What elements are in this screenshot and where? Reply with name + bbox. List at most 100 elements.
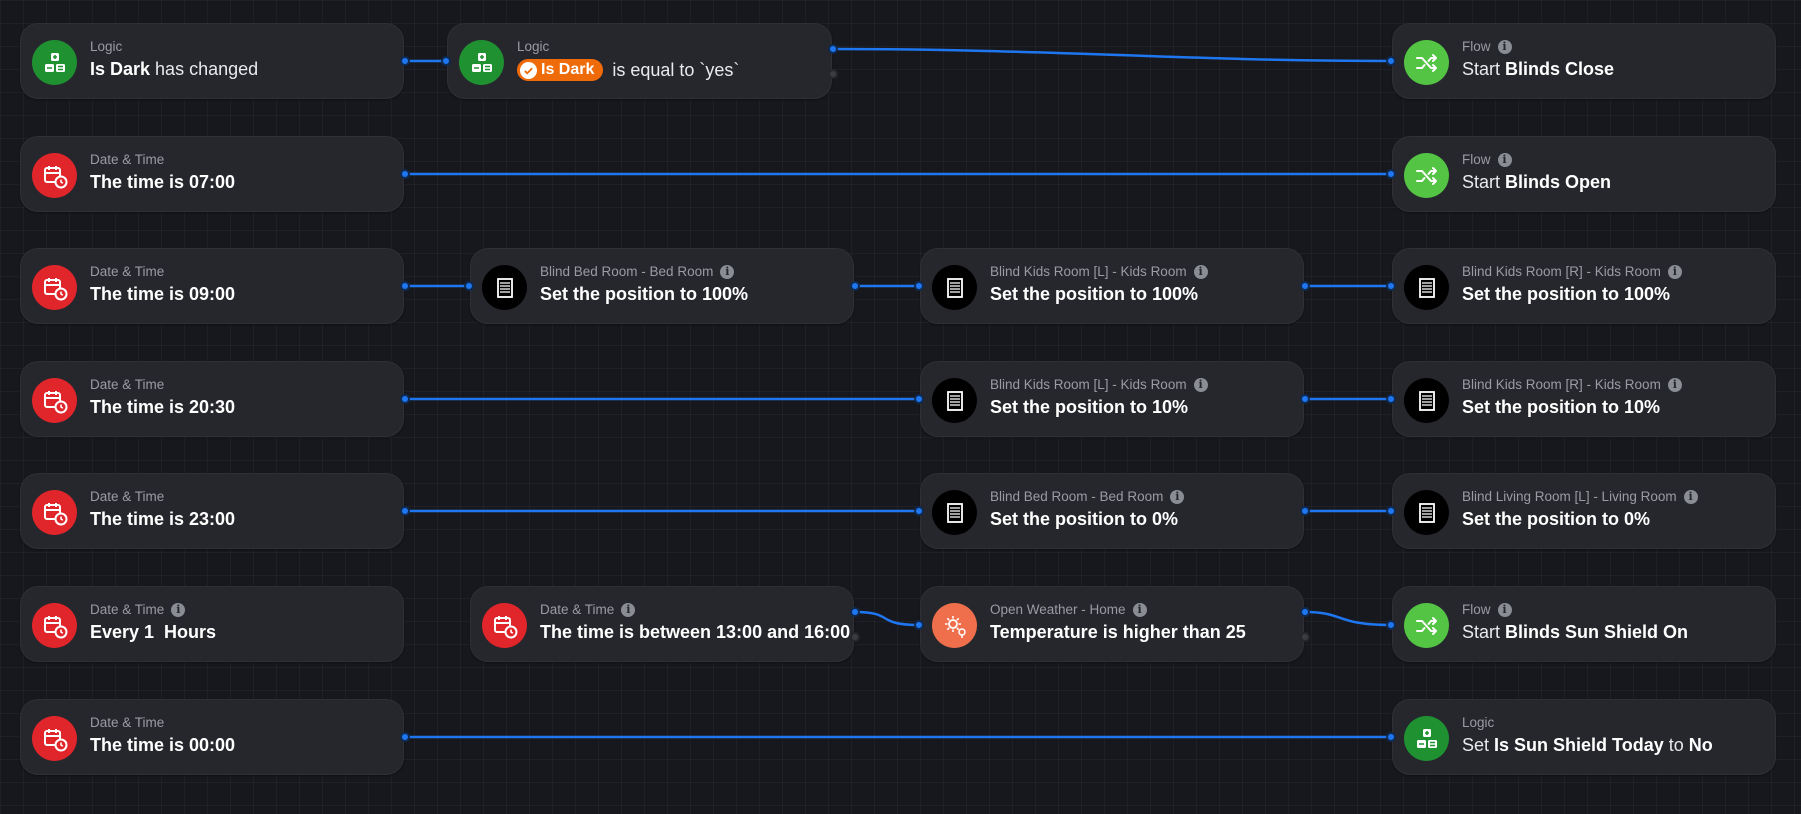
output-port[interactable] bbox=[1300, 394, 1310, 404]
info-icon[interactable]: i bbox=[1667, 377, 1682, 392]
card-text: Set the position to 100% bbox=[1462, 284, 1671, 304]
card-title: Flow bbox=[1462, 152, 1491, 167]
wire[interactable] bbox=[854, 610, 920, 627]
output-port[interactable] bbox=[1300, 281, 1310, 291]
wire[interactable] bbox=[832, 47, 1392, 63]
card-text: Set the position to 100% bbox=[990, 284, 1199, 304]
info-icon[interactable]: i bbox=[1667, 264, 1682, 279]
output-port[interactable] bbox=[1300, 506, 1310, 516]
input-port[interactable] bbox=[441, 56, 451, 66]
info-icon[interactable]: i bbox=[1497, 39, 1512, 54]
card-text: Set the position to 10% bbox=[990, 397, 1189, 417]
calendar-clock-icon bbox=[32, 378, 77, 423]
time-0900-card[interactable]: Date & Time The time is 09:00 bbox=[20, 248, 404, 324]
logic-icon bbox=[459, 40, 504, 85]
wire[interactable] bbox=[1304, 610, 1392, 627]
card-title: Date & Time bbox=[90, 264, 165, 279]
calendar-clock-icon bbox=[32, 265, 77, 310]
input-port[interactable] bbox=[1386, 394, 1396, 404]
output-port[interactable] bbox=[400, 169, 410, 179]
info-icon[interactable]: i bbox=[1683, 489, 1698, 504]
output-port-false[interactable] bbox=[1300, 632, 1310, 642]
card-title: Flow bbox=[1462, 602, 1491, 617]
logic-equal-card[interactable]: Logic Is Dark is equal to `yes` bbox=[447, 23, 832, 99]
input-port[interactable] bbox=[914, 506, 924, 516]
blind-icon bbox=[482, 265, 527, 310]
blind-icon bbox=[1404, 378, 1449, 423]
card-text: The time is 09:00 bbox=[90, 284, 236, 304]
time-0700-card[interactable]: Date & Time The time is 07:00 bbox=[20, 136, 404, 212]
time-2030-card[interactable]: Date & Time The time is 20:30 bbox=[20, 361, 404, 437]
output-port[interactable] bbox=[850, 281, 860, 291]
info-icon[interactable]: i bbox=[621, 602, 636, 617]
input-port[interactable] bbox=[914, 620, 924, 630]
logic-set-card[interactable]: Logic Set Is Sun Shield Today to No bbox=[1392, 699, 1776, 775]
card-title: Logic bbox=[517, 39, 550, 54]
output-port[interactable] bbox=[400, 394, 410, 404]
input-port[interactable] bbox=[1386, 620, 1396, 630]
card-text: to bbox=[1663, 735, 1689, 755]
logic-changed-card[interactable]: Logic Is Dark has changed bbox=[20, 23, 404, 99]
output-port-true[interactable] bbox=[1300, 607, 1310, 617]
output-port[interactable] bbox=[400, 732, 410, 742]
input-port[interactable] bbox=[914, 394, 924, 404]
output-port[interactable] bbox=[400, 281, 410, 291]
output-port[interactable] bbox=[400, 506, 410, 516]
info-icon[interactable]: i bbox=[1497, 152, 1512, 167]
variable-tag-label: Is Dark bbox=[541, 61, 595, 78]
card-text: The time is between 13:00 and 16:00 bbox=[540, 622, 851, 642]
input-port[interactable] bbox=[1386, 281, 1396, 291]
info-icon[interactable]: i bbox=[1193, 264, 1208, 279]
variable-name: Is Sun Shield Today bbox=[1494, 735, 1664, 755]
blind-icon bbox=[932, 378, 977, 423]
card-text: Set bbox=[1462, 735, 1495, 755]
flow-icon bbox=[1404, 153, 1449, 198]
time-2300-card[interactable]: Date & Time The time is 23:00 bbox=[20, 473, 404, 549]
input-port[interactable] bbox=[464, 281, 474, 291]
card-text: has changed bbox=[150, 59, 259, 79]
card-text: Set the position to 100% bbox=[540, 284, 749, 304]
info-icon[interactable]: i bbox=[1193, 377, 1208, 392]
output-port-false[interactable] bbox=[828, 69, 838, 79]
info-icon[interactable]: i bbox=[171, 602, 186, 617]
logic-icon bbox=[1404, 716, 1449, 761]
info-icon[interactable]: i bbox=[720, 264, 735, 279]
info-icon[interactable]: i bbox=[1132, 602, 1147, 617]
output-port-true[interactable] bbox=[850, 607, 860, 617]
info-icon[interactable]: i bbox=[1497, 602, 1512, 617]
input-port[interactable] bbox=[1386, 506, 1396, 516]
input-port[interactable] bbox=[914, 281, 924, 291]
card-title: Open Weather - Home bbox=[990, 602, 1126, 617]
input-port[interactable] bbox=[1386, 169, 1396, 179]
calendar-clock-icon bbox=[32, 603, 77, 648]
time-0000-card[interactable]: Date & Time The time is 00:00 bbox=[20, 699, 404, 775]
output-port-false[interactable] bbox=[850, 632, 860, 642]
card-text: Set the position to 10% bbox=[1462, 397, 1661, 417]
flow-icon bbox=[1404, 603, 1449, 648]
info-icon[interactable]: i bbox=[1170, 489, 1185, 504]
input-port[interactable] bbox=[1386, 56, 1396, 66]
blind-kidsR-10-card[interactable]: Blind Kids Room [R] - Kids Room i Set the… bbox=[1392, 361, 1776, 437]
flow-name: Blinds Open bbox=[1505, 172, 1612, 192]
card-title: Date & Time bbox=[90, 602, 165, 617]
output-port[interactable] bbox=[400, 56, 410, 66]
card-title: Blind Kids Room [R] - Kids Room bbox=[1462, 377, 1661, 392]
flow-name: Blinds Close bbox=[1505, 59, 1615, 79]
check-icon bbox=[520, 61, 537, 79]
output-port-true[interactable] bbox=[828, 44, 838, 54]
input-port[interactable] bbox=[1386, 732, 1396, 742]
variable-tag[interactable]: Is Dark bbox=[517, 59, 604, 81]
